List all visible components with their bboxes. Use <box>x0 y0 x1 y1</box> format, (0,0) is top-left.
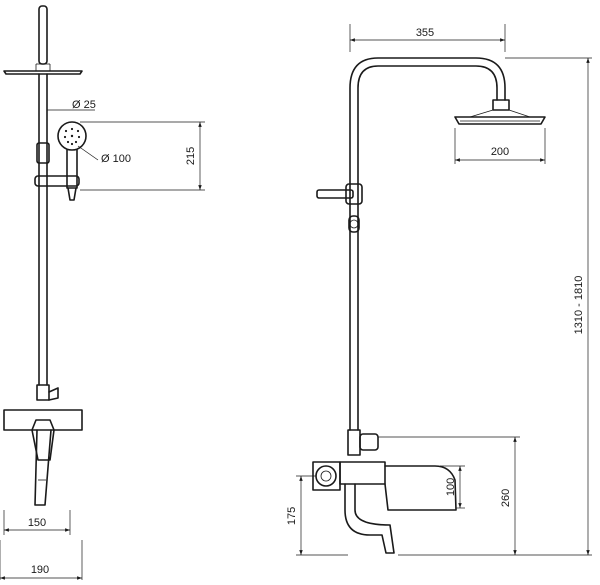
diverter-knob <box>48 387 59 401</box>
valve-wheel <box>315 465 337 487</box>
side-diverter-knob <box>359 433 379 451</box>
top-rod <box>38 5 48 65</box>
side-tube-lock <box>348 215 360 233</box>
slider-bar <box>34 175 80 187</box>
label-100: 100 <box>445 478 457 496</box>
hand-shower-head <box>57 121 87 151</box>
side-slider-bar <box>316 189 354 199</box>
hand-shower-hose-connector <box>67 187 77 201</box>
mixer-body-front <box>3 409 83 431</box>
front-view: 150 190 Ø 25 Ø 100 215 <box>0 5 205 580</box>
side-slider-clamp <box>345 183 363 205</box>
tube-joint <box>36 142 50 164</box>
hand-shower-handle <box>66 149 78 189</box>
side-view: 355 200 1310 - 1810 260 100 175 <box>286 24 592 556</box>
label-175: 175 <box>286 507 298 525</box>
label-200: 200 <box>491 146 509 158</box>
spout-side <box>344 483 395 554</box>
valve-wheel-housing <box>312 461 341 491</box>
label-dia-25: Ø 25 <box>72 99 96 111</box>
label-190: 190 <box>31 564 49 576</box>
mixer-lever-side <box>384 465 457 511</box>
riser-arm-outer <box>349 57 506 431</box>
label-150: 150 <box>28 517 46 529</box>
hand-shower-nozzles <box>63 127 81 146</box>
rain-head-front <box>3 70 83 75</box>
label-total-height: 1310 - 1810 <box>573 276 585 335</box>
label-215: 215 <box>185 147 197 165</box>
leader-100 <box>77 145 99 161</box>
rain-head-side <box>454 116 546 125</box>
side-diverter <box>347 429 361 456</box>
spout-front <box>34 429 52 506</box>
mixer-body-side <box>339 461 386 485</box>
riser-arm-inner <box>357 65 498 431</box>
label-355: 355 <box>416 27 434 39</box>
diverter-body <box>36 384 50 401</box>
lever-handle <box>31 419 55 461</box>
label-260: 260 <box>500 489 512 507</box>
label-dia-100: Ø 100 <box>101 153 131 165</box>
rain-head-connector <box>492 99 510 111</box>
